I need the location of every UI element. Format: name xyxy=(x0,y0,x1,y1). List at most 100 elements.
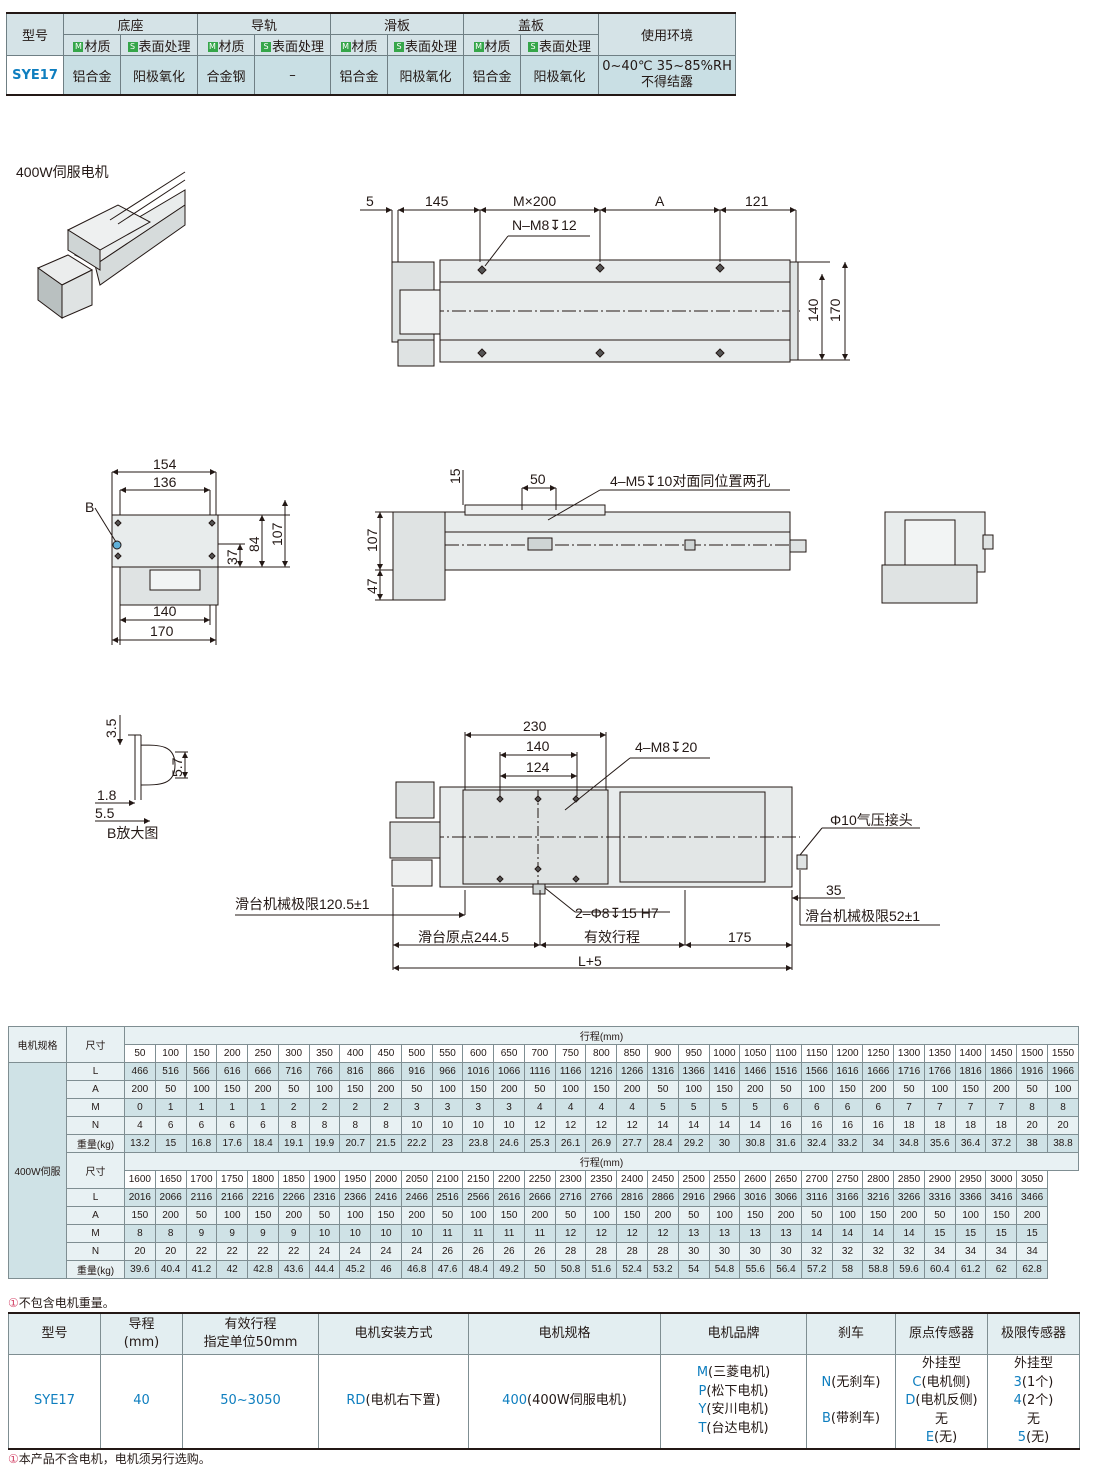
stroke-cell: 2600 xyxy=(739,1170,772,1189)
value-cell: 2216 xyxy=(247,1188,279,1207)
value-cell: 57.2 xyxy=(800,1260,833,1279)
value-cell: 7 xyxy=(954,1098,987,1117)
top-view xyxy=(360,207,850,367)
value-cell: 58 xyxy=(831,1260,864,1279)
surface-sub-label: 表面处理 xyxy=(539,39,592,55)
value-cell: 53.2 xyxy=(647,1260,679,1279)
cover-header: 盖板 xyxy=(463,12,600,35)
value-cell: 12 xyxy=(523,1116,556,1135)
air-fitting-callout: Φ10气压接头 xyxy=(830,812,913,828)
limit-right-callout: 滑台机械极限52±1 xyxy=(805,908,920,924)
value-cell: 62.8 xyxy=(1016,1260,1048,1279)
rail-header: 导轨 xyxy=(197,12,332,35)
value-cell: 50 xyxy=(770,1080,802,1099)
dim-230: 230 xyxy=(523,718,547,734)
value-cell: 2966 xyxy=(708,1188,741,1207)
value-cell: 21.5 xyxy=(370,1134,402,1153)
value-cell: 566 xyxy=(185,1062,218,1081)
order-header-brake: 刹车 xyxy=(806,1312,896,1355)
value-cell: 33.2 xyxy=(831,1134,864,1153)
value-cell: 6 xyxy=(185,1116,218,1135)
brand-option: T(台达电机) xyxy=(661,1420,806,1439)
stroke-cell: 2050 xyxy=(400,1170,433,1189)
value-cell: 50 xyxy=(400,1080,433,1099)
value-cell: 150 xyxy=(124,1206,156,1225)
stroke-cell: 1800 xyxy=(247,1170,279,1189)
stroke-cell: 2450 xyxy=(647,1170,679,1189)
origin-option: E(无) xyxy=(896,1429,987,1448)
value-cell: 30 xyxy=(677,1242,710,1261)
value-cell: 1916 xyxy=(1016,1062,1048,1081)
dim-124: 124 xyxy=(526,759,550,775)
env-line-2: 不得结露 xyxy=(641,75,694,90)
value-cell: 2916 xyxy=(677,1188,710,1207)
stroke-sub: 指定单位50mm xyxy=(203,1335,298,1350)
value-cell: 18 xyxy=(954,1116,987,1135)
value-cell: 8 xyxy=(370,1116,402,1135)
value-cell: 10 xyxy=(431,1116,464,1135)
value-cell: 42 xyxy=(216,1260,249,1279)
motor-cell: 400W伺服 xyxy=(8,1062,67,1279)
value-cell: 200 xyxy=(985,1080,1018,1099)
value-cell: 34 xyxy=(923,1242,956,1261)
value-cell: 50 xyxy=(677,1206,710,1225)
brake-code: N xyxy=(821,1374,832,1390)
brand-text: (台达电机) xyxy=(706,1420,769,1436)
origin-code: D xyxy=(905,1393,916,1408)
value-cell: 19.1 xyxy=(277,1134,310,1153)
order-spec: 400(400W伺服电机) xyxy=(468,1354,661,1450)
value-cell: 11 xyxy=(523,1224,556,1243)
value-cell: 39.6 xyxy=(124,1260,156,1279)
value-cell: 49.2 xyxy=(493,1260,525,1279)
value-cell: 30 xyxy=(770,1242,802,1261)
value-cell: 7 xyxy=(923,1098,956,1117)
value-cell: 100 xyxy=(462,1206,495,1225)
value-cell: 200 xyxy=(647,1206,679,1225)
order-header-stroke: 有效行程 指定单位50mm xyxy=(182,1312,319,1355)
limit-none: 无 xyxy=(1026,1411,1040,1427)
limit-option: 3(1个) xyxy=(988,1374,1079,1393)
value-cell: 616 xyxy=(216,1062,249,1081)
order-brand: M(三菱电机) P(松下电机) Y(安川电机) T(台达电机) xyxy=(660,1354,807,1450)
brake-option: N(无刹车) xyxy=(807,1374,895,1393)
value-cell: 28.4 xyxy=(647,1134,679,1153)
detail-b-caption: B放大图 xyxy=(107,825,158,841)
value-cell: 8 xyxy=(339,1116,372,1135)
stroke-cell: 1400 xyxy=(954,1044,987,1063)
size-header: 尺寸 xyxy=(66,1152,125,1189)
value-cell: 13 xyxy=(739,1224,772,1243)
value-cell: 200 xyxy=(523,1206,556,1225)
value-cell: 2416 xyxy=(370,1188,402,1207)
dim-84: 84 xyxy=(246,536,262,552)
m-tag-icon: M xyxy=(73,42,84,52)
value-cell: 26 xyxy=(431,1242,464,1261)
value-cell: 966 xyxy=(431,1062,464,1081)
value-cell: 766 xyxy=(308,1062,341,1081)
value-cell: 1066 xyxy=(493,1062,525,1081)
value-cell: 150 xyxy=(370,1206,402,1225)
dim-140-bottom: 140 xyxy=(526,738,550,754)
stroke-cell: 1450 xyxy=(985,1044,1018,1063)
value-cell: 2 xyxy=(308,1098,341,1117)
value-cell: 150 xyxy=(247,1206,279,1225)
limit-type: 外挂型 xyxy=(1013,1356,1053,1371)
value-cell: 200 xyxy=(154,1206,187,1225)
value-cell: 14 xyxy=(862,1224,895,1243)
dim-1-8: 1.8 xyxy=(97,787,117,803)
value-cell: 28 xyxy=(554,1242,587,1261)
value-cell: 12 xyxy=(616,1224,649,1243)
dim-170-h: 170 xyxy=(150,623,174,639)
value-cell: 5 xyxy=(708,1098,741,1117)
material-cell: 阳极氧化 xyxy=(119,55,199,96)
value-cell: 1866 xyxy=(985,1062,1018,1081)
value-cell: 2666 xyxy=(523,1188,556,1207)
brand-text: (松下电机) xyxy=(706,1383,769,1399)
value-cell: 10 xyxy=(462,1116,495,1135)
value-cell: 62 xyxy=(985,1260,1018,1279)
value-cell: 50 xyxy=(893,1080,925,1099)
dim-145: 145 xyxy=(425,193,449,209)
value-cell: 200 xyxy=(247,1080,279,1099)
